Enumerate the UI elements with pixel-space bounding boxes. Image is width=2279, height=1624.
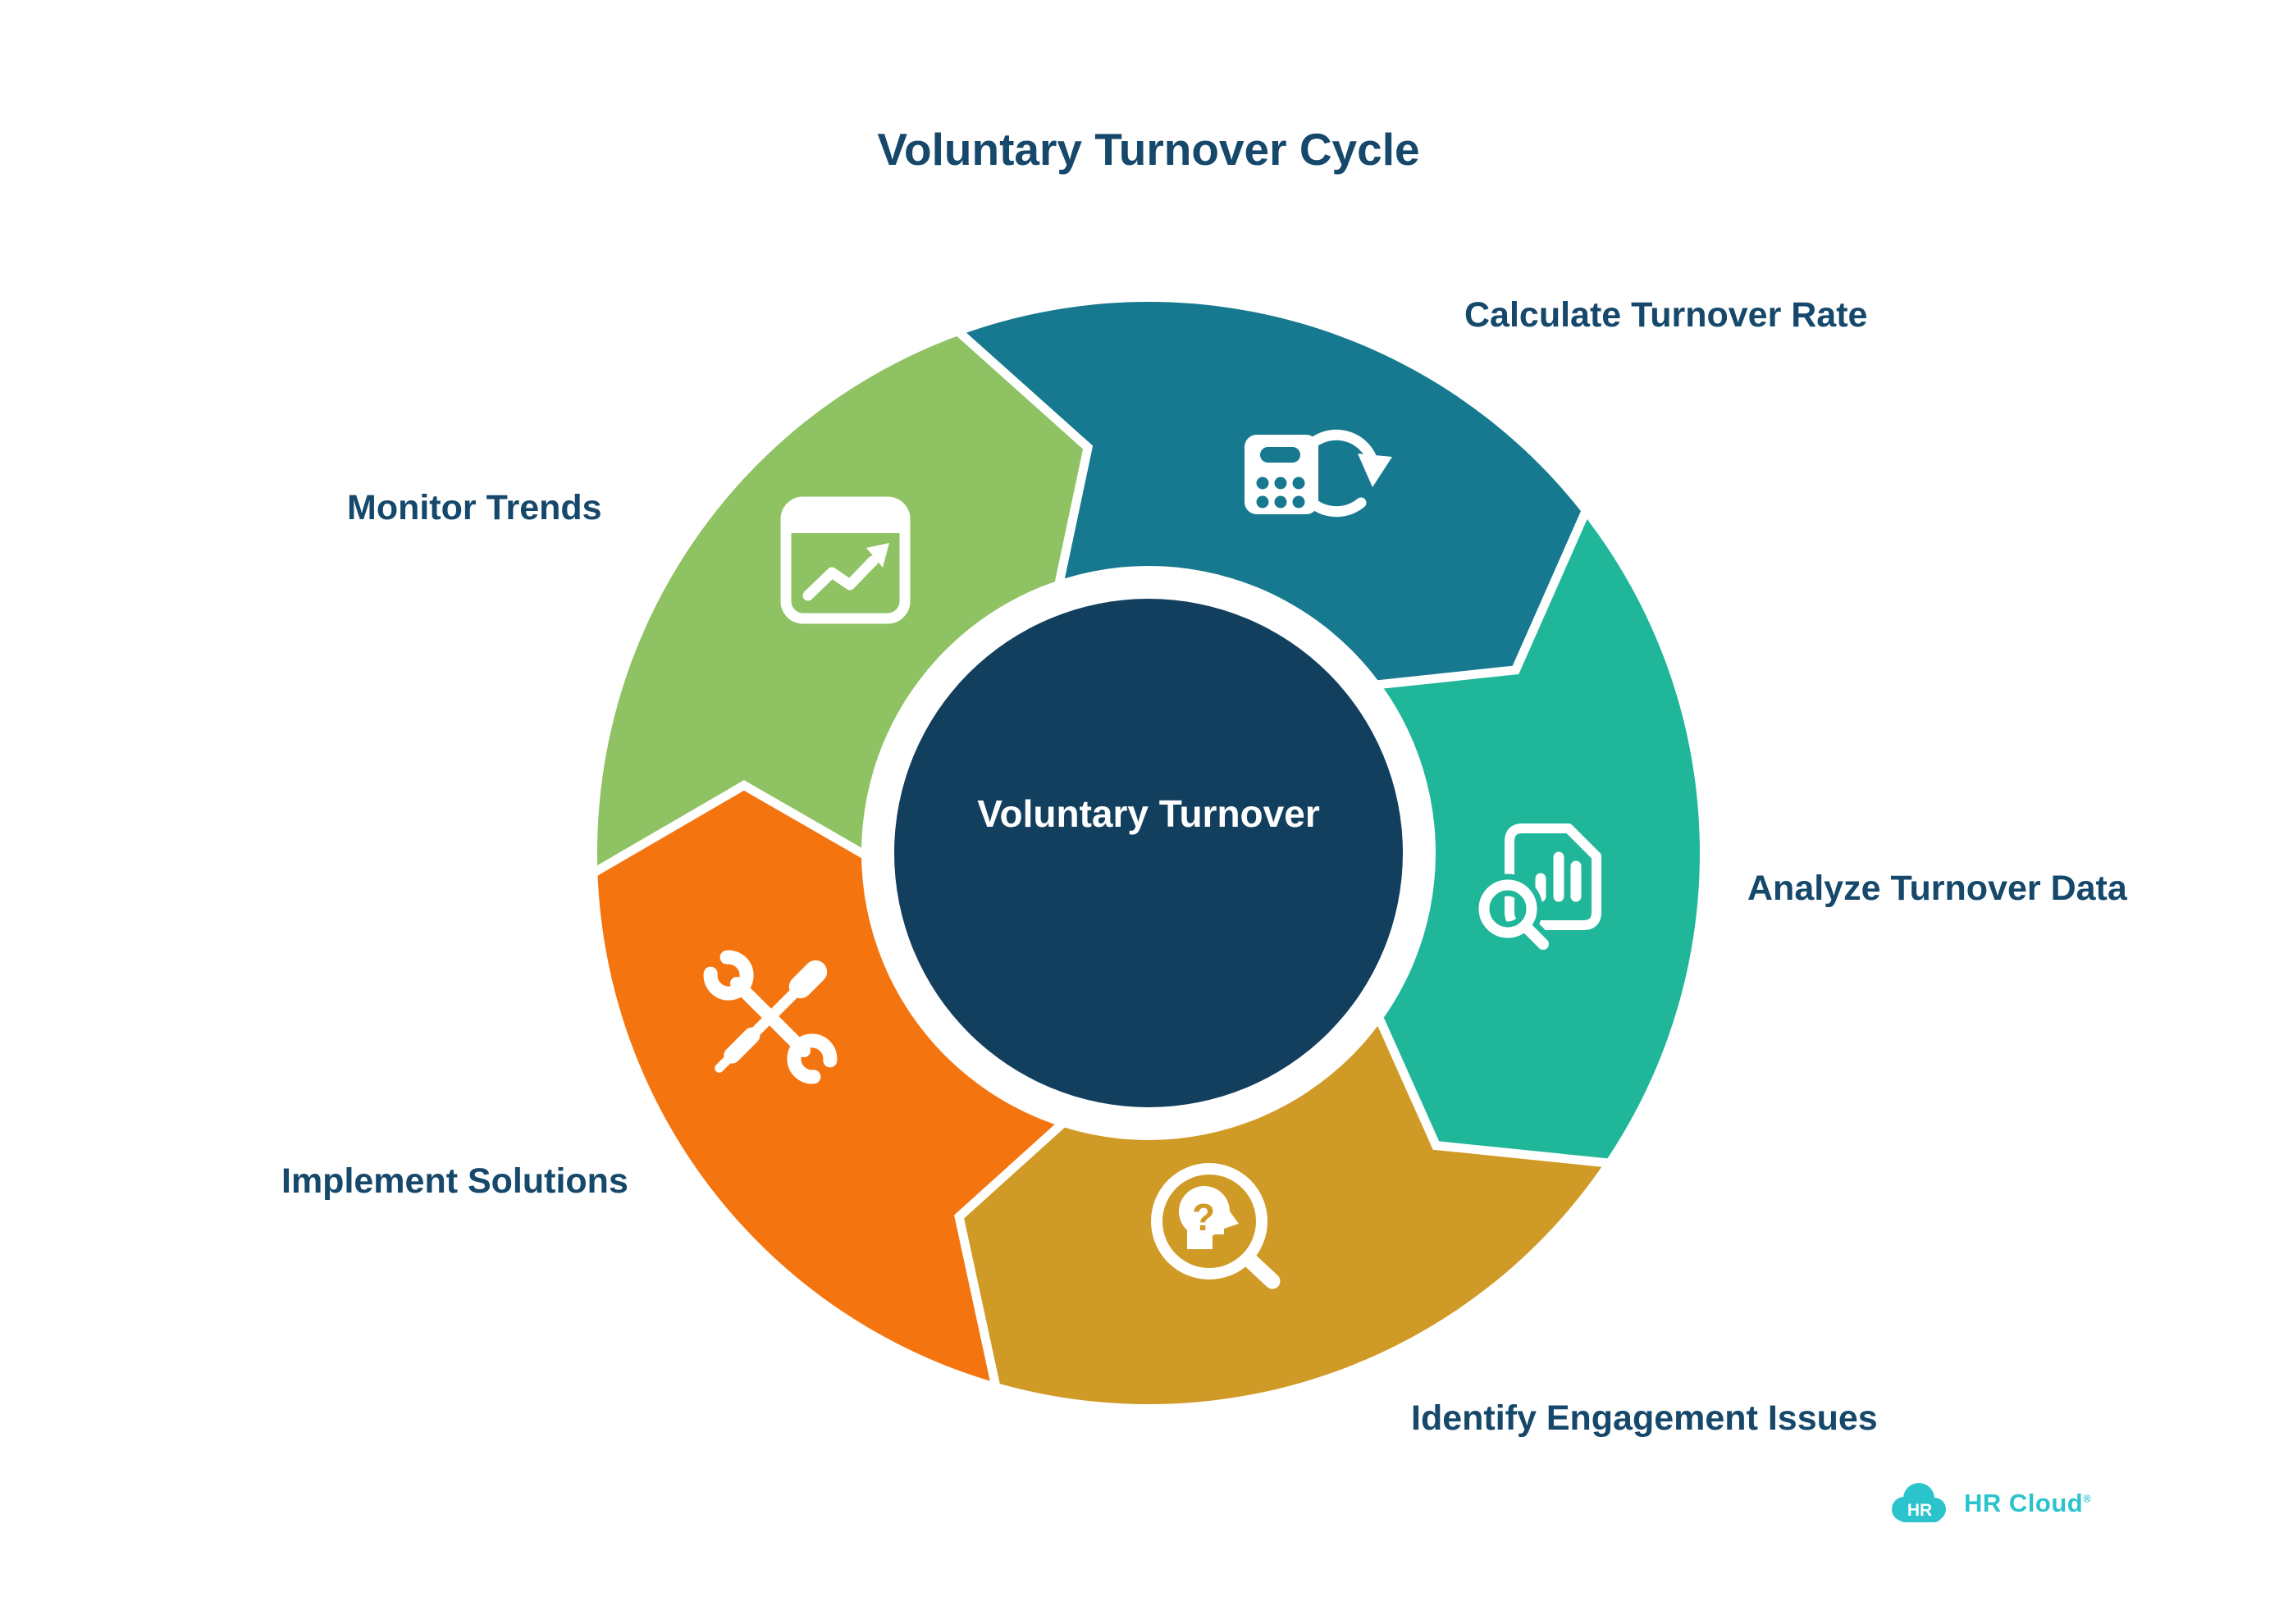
calculator-keys [1256,477,1305,509]
segment-dividers [591,328,1609,1387]
calculator-display [1260,447,1300,463]
divider-line [956,328,1094,600]
screwdriver [715,960,828,1073]
question-mark-glyph: ? [1192,1196,1215,1239]
cloud-shape [1892,1483,1946,1522]
segment-label-implement: Implement Solutions [281,1161,628,1201]
segment-identify-shape [959,1006,1606,1405]
magnifier-handle [1240,1251,1281,1289]
head-question-magnifier-icon: ? [1151,1163,1281,1289]
screwdriver-wrench-icon [703,950,838,1084]
hr-cloud-logo: HR HR Cloud® [1887,1480,2091,1527]
calculator-refresh-icon [1245,429,1392,518]
registered-mark: ® [2083,1492,2092,1505]
center-label: Voluntary Turnover [977,792,1320,835]
segment-label-monitor: Monitor Trends [347,488,602,527]
refresh-arrowhead [1358,454,1392,487]
segment-label-identify: Identify Engagement Issues [1411,1398,1878,1438]
segment-implement-shape [597,785,1073,1383]
brand-name-text: HR Cloud [1964,1489,2084,1517]
segment-label-analyze: Analyze Turnover Data [1747,869,2127,908]
magnifier-handle [1520,921,1549,950]
trend-arrowhead [866,543,889,568]
window-titlebar [786,502,905,533]
divider-line [954,1110,1077,1387]
segment-monitor-shape [596,335,1089,873]
brand-name: HR Cloud® [1964,1489,2091,1518]
document-bar-chart-magnifier-icon [1473,823,1601,956]
page-title: Voluntary Turnover Cycle [877,124,1420,175]
segment-analyze-shape [1365,513,1700,1161]
divider-line [1361,509,1590,691]
magnifier-lens [1478,879,1537,938]
divider-line [1368,1002,1609,1168]
divider-line [591,780,880,877]
cloud-logo-mark: HR [1892,1483,1946,1522]
cloud-mark-text: HR [1907,1501,1932,1520]
trend-window-icon [780,496,911,624]
center-circle [894,599,1403,1107]
document-bars [1535,851,1582,902]
segment-label-calculate: Calculate Turnover Rate [1464,295,1868,335]
trend-line [802,555,879,601]
magnifier-lens [1151,1163,1267,1280]
head-silhouette [1179,1186,1239,1249]
